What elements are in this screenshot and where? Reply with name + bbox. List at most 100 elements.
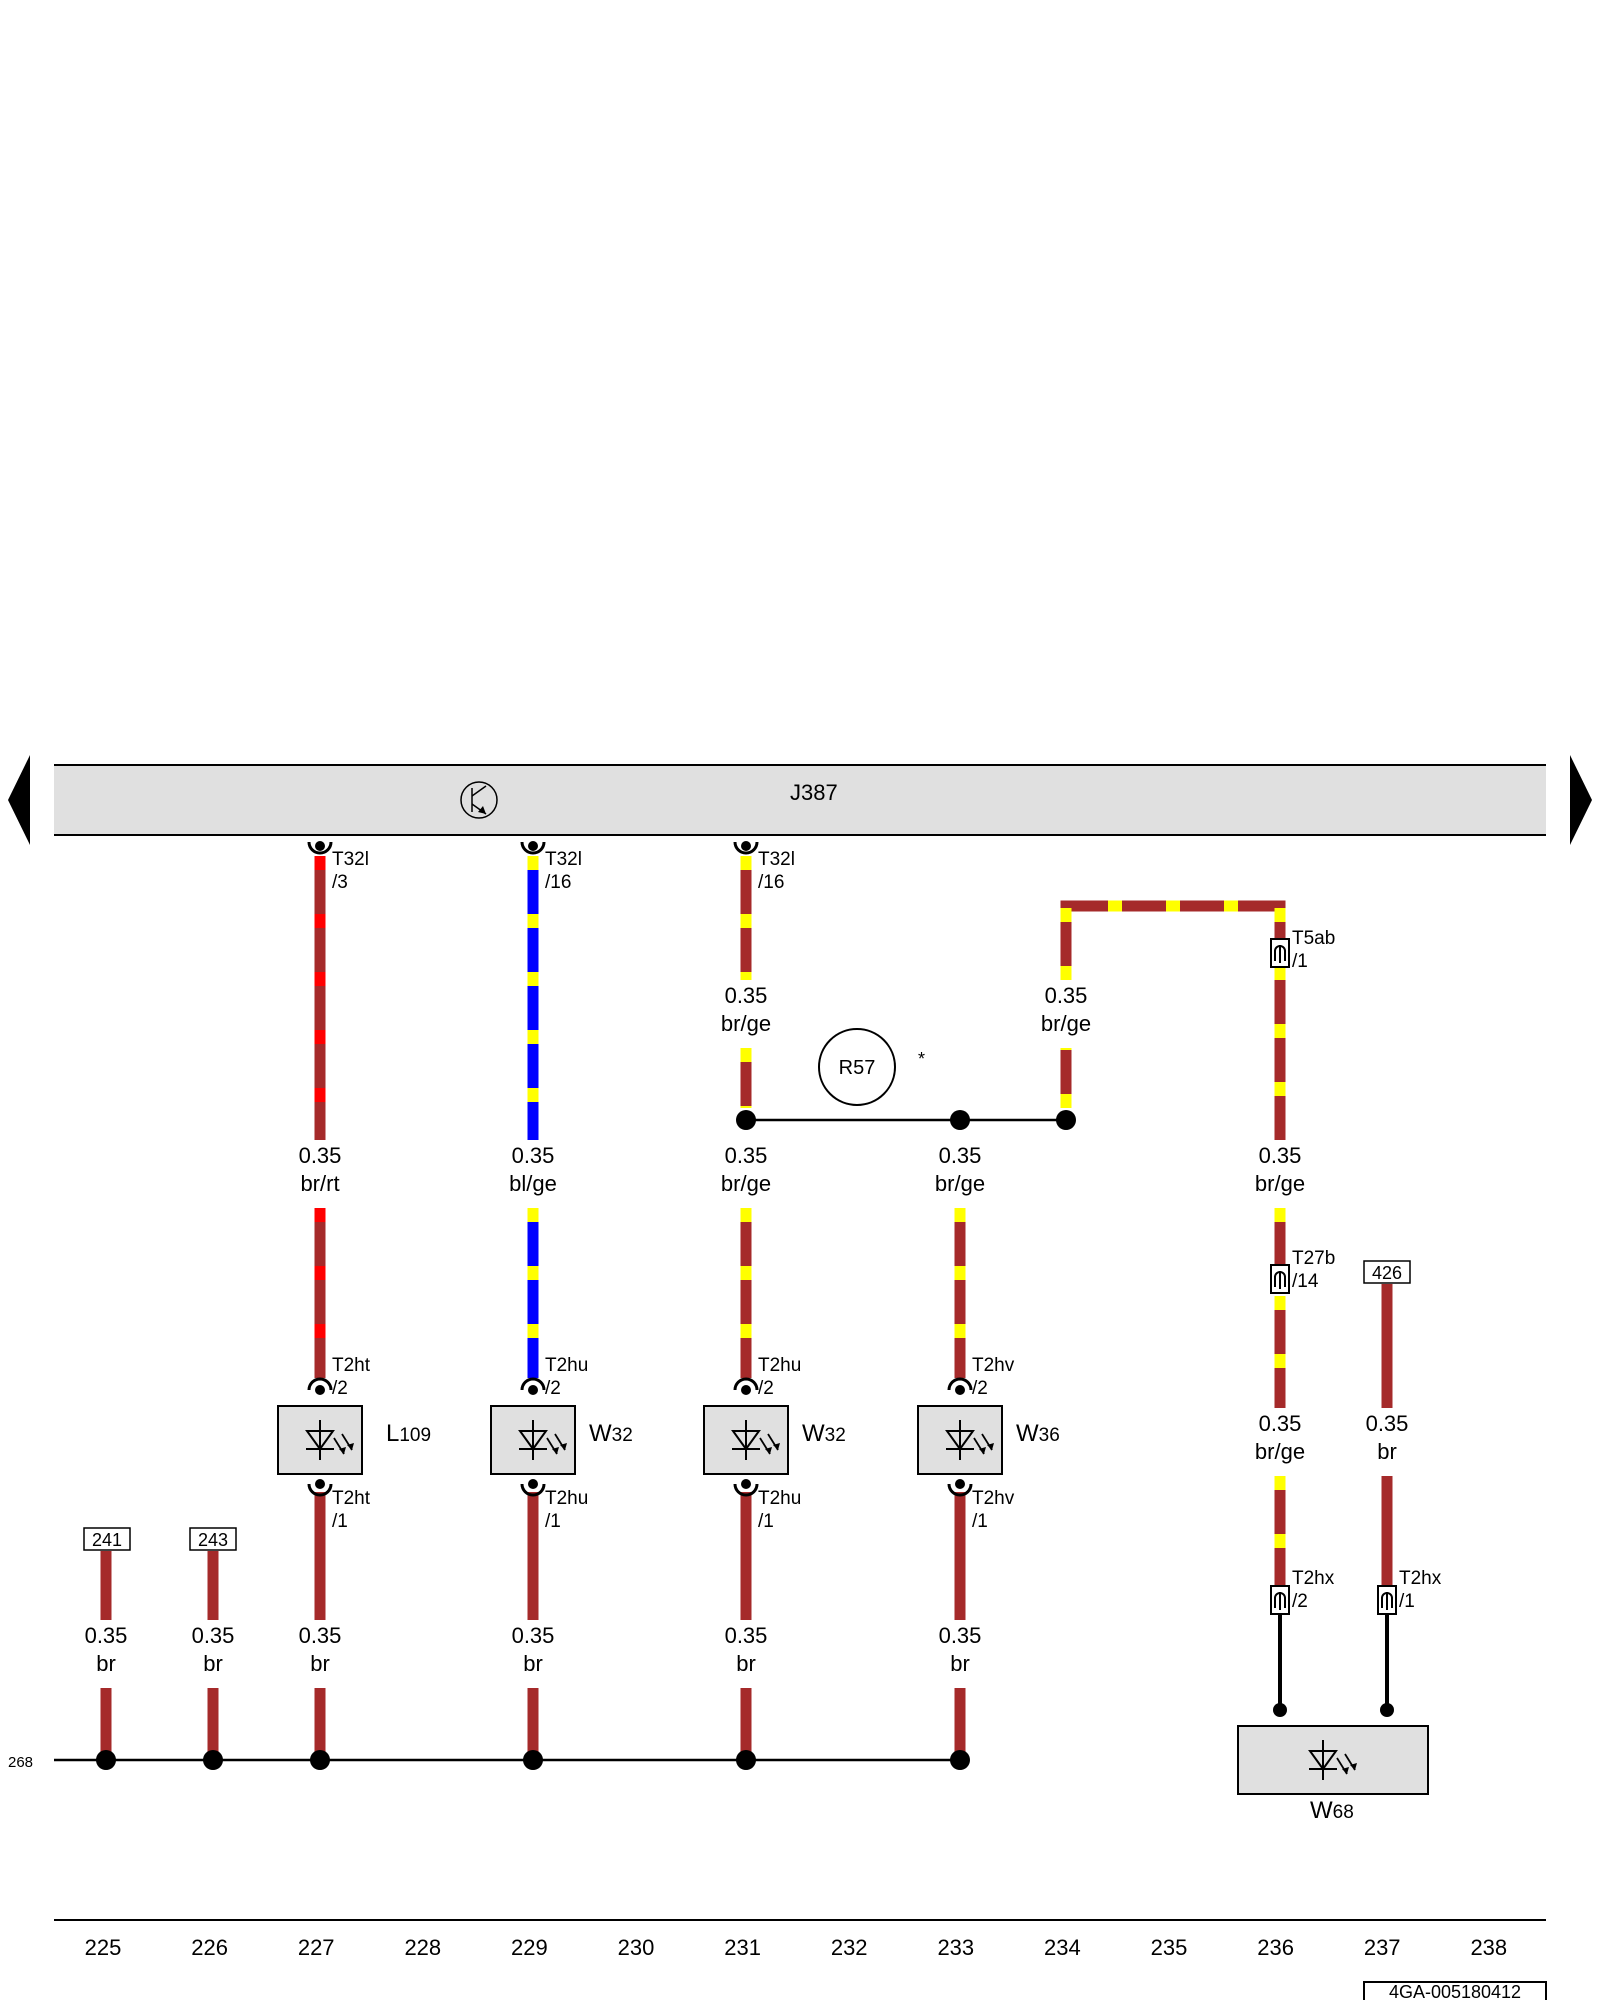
connector-pin: /3 — [332, 872, 348, 893]
plug-icon — [307, 1479, 333, 1497]
wire-gauge: 0.35 — [725, 1143, 768, 1168]
connector-label-c236-t2hx: T2hx/2 — [1292, 1568, 1335, 1612]
connector-label-c227-up: T2ht/2 — [332, 1355, 371, 1399]
connector-name: T32l — [332, 849, 369, 870]
component-w68[interactable]: W68 — [1237, 1725, 1429, 1824]
connector-name: T2hu — [758, 1355, 801, 1376]
connector-name: T32l — [758, 849, 795, 870]
connector-name: T2ht — [332, 1355, 371, 1376]
connector-label-c227-top: T32l/3 — [332, 849, 369, 893]
component-label: W36 — [1016, 1420, 1060, 1447]
led-icon — [945, 1420, 994, 1460]
component-w36[interactable]: W36 — [917, 1405, 1060, 1475]
track-number: 226 — [191, 1935, 228, 1960]
junction-dot — [310, 1750, 330, 1770]
wire-color-code: br/ge — [1255, 1439, 1305, 1464]
box-plug-icon — [1270, 1585, 1290, 1615]
track-number: 228 — [404, 1935, 441, 1960]
track-number: 231 — [724, 1935, 761, 1960]
junction-dot — [1380, 1703, 1394, 1717]
track-number: 234 — [1044, 1935, 1081, 1960]
component-label: L109 — [386, 1420, 431, 1447]
component-prefix: W — [1016, 1420, 1039, 1447]
connector-name: T2hv — [972, 1355, 1015, 1376]
document-number: 4GA-005180412 — [1389, 1982, 1521, 2000]
wire-gauge: 0.35 — [512, 1143, 555, 1168]
connector-pin: /1 — [758, 1511, 774, 1532]
led-icon — [305, 1420, 354, 1460]
track-number: 237 — [1364, 1935, 1401, 1960]
component-w32a[interactable]: W32 — [490, 1405, 633, 1475]
led-icon — [731, 1420, 780, 1460]
track-number: 233 — [937, 1935, 974, 1960]
wire-label-w237: 0.35 br — [1366, 1411, 1409, 1464]
junction-dot — [736, 1750, 756, 1770]
junction-dot — [736, 1110, 756, 1130]
connector-name: T2hx — [1399, 1568, 1442, 1589]
reference-box-426[interactable]: 426 — [1363, 1260, 1411, 1284]
connector-name: T2hu — [545, 1355, 588, 1376]
reference-box-241[interactable]: 241 — [83, 1527, 131, 1551]
connector-name: T2hv — [972, 1488, 1015, 1509]
connector-pin: /1 — [1399, 1591, 1415, 1612]
connector-pin: /16 — [758, 872, 784, 893]
wire-label-layer: 0.35br/rt0.35bl/ge0.35br/ge0.35br/ge0.35… — [85, 983, 1409, 1676]
track-number: 232 — [831, 1935, 868, 1960]
wire-gauge: 0.35 — [939, 1623, 982, 1648]
track-number: 229 — [511, 1935, 548, 1960]
wire-gauge: 0.35 — [299, 1143, 342, 1168]
reference-box-243[interactable]: 243 — [189, 1527, 237, 1551]
wire-color-code: br — [1377, 1439, 1397, 1464]
wire-gauge: 0.35 — [1366, 1411, 1409, 1436]
page-left-arrow[interactable] — [8, 755, 30, 845]
wire-gauge: 0.35 — [299, 1623, 342, 1648]
track-number: 225 — [85, 1935, 122, 1960]
wire-color-code: br — [96, 1651, 116, 1676]
wire-color-code: br — [310, 1651, 330, 1676]
connector-label-c233-up: T2hv/2 — [972, 1355, 1015, 1399]
connector-label-c233-dn: T2hv/1 — [972, 1488, 1015, 1532]
connector-pin: /14 — [1292, 1271, 1319, 1292]
splice-r57-circle — [818, 1028, 896, 1106]
connector-name: T32l — [545, 849, 582, 870]
component-label: W32 — [589, 1420, 633, 1447]
ground-ref-label: 268 — [8, 1754, 33, 1771]
plug-icon — [307, 1377, 333, 1395]
wire-color-code: br/ge — [721, 1011, 771, 1036]
wire-gauge: 0.35 — [1045, 983, 1088, 1008]
reference-label: 241 — [92, 1530, 122, 1550]
connector-pin: /2 — [1292, 1591, 1308, 1612]
connector-name: T2ht — [332, 1488, 371, 1509]
connector-name: T2hu — [758, 1488, 801, 1509]
track-number: 235 — [1151, 1935, 1188, 1960]
junction-dot — [1056, 1110, 1076, 1130]
track-number: 227 — [298, 1935, 335, 1960]
connector-name: T5ab — [1292, 928, 1335, 949]
component-w32b[interactable]: W32 — [703, 1405, 846, 1475]
component-l109[interactable]: L109 — [277, 1405, 431, 1475]
connector-pin: /2 — [758, 1378, 774, 1399]
connector-pin: /1 — [332, 1511, 348, 1532]
connector-layer — [307, 841, 1397, 1615]
wire-color-code: br — [950, 1651, 970, 1676]
plug-icon — [307, 841, 333, 855]
wire-label-g227: 0.35 br — [299, 1623, 342, 1676]
wire-color-code: br — [523, 1651, 543, 1676]
page-right-arrow[interactable] — [1570, 755, 1592, 845]
wire-label-g233: 0.35 br — [939, 1623, 982, 1676]
wire-gauge: 0.35 — [85, 1623, 128, 1648]
control-unit-label: J387 — [790, 780, 838, 805]
connector-label-c237-t2hx: T2hx/1 — [1399, 1568, 1442, 1612]
component-prefix: W — [1310, 1797, 1333, 1824]
connector-label-c227-dn: T2ht/1 — [332, 1488, 371, 1532]
connector-name: T27b — [1292, 1248, 1335, 1269]
reference-label: 243 — [198, 1530, 228, 1550]
